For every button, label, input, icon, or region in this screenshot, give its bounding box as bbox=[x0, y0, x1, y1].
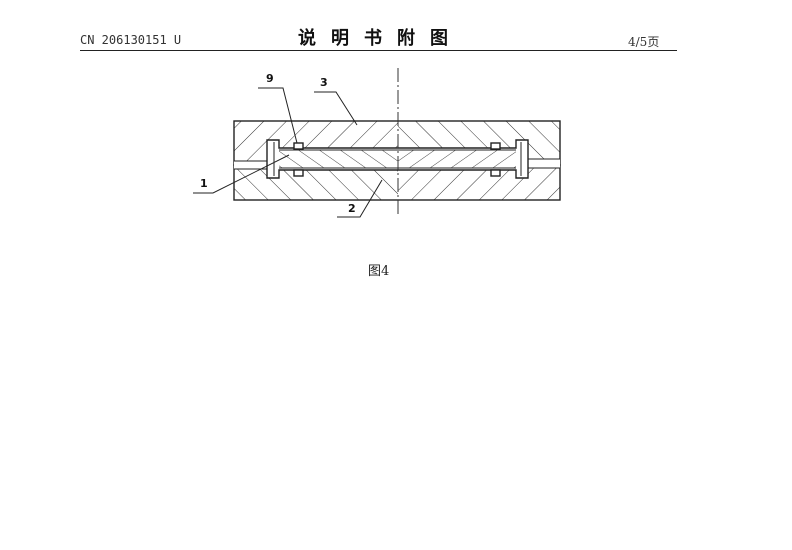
patent-number: CN 206130151 U bbox=[80, 33, 182, 47]
parting-gap bbox=[234, 158, 560, 170]
section-title: 说明书附图 bbox=[298, 28, 463, 49]
page-indicator: 4/5页 bbox=[628, 35, 660, 49]
callout-seal: 9 bbox=[266, 72, 274, 85]
header-rule bbox=[80, 50, 677, 51]
lower-plate bbox=[233, 164, 561, 201]
callout-core: 1 bbox=[200, 177, 208, 190]
seal-rings bbox=[293, 142, 501, 177]
figure-caption: 图4 bbox=[368, 264, 390, 279]
leader-lines bbox=[193, 87, 383, 218]
callout-lower-plate: 2 bbox=[348, 202, 356, 215]
callout-upper-plate: 3 bbox=[320, 76, 328, 89]
